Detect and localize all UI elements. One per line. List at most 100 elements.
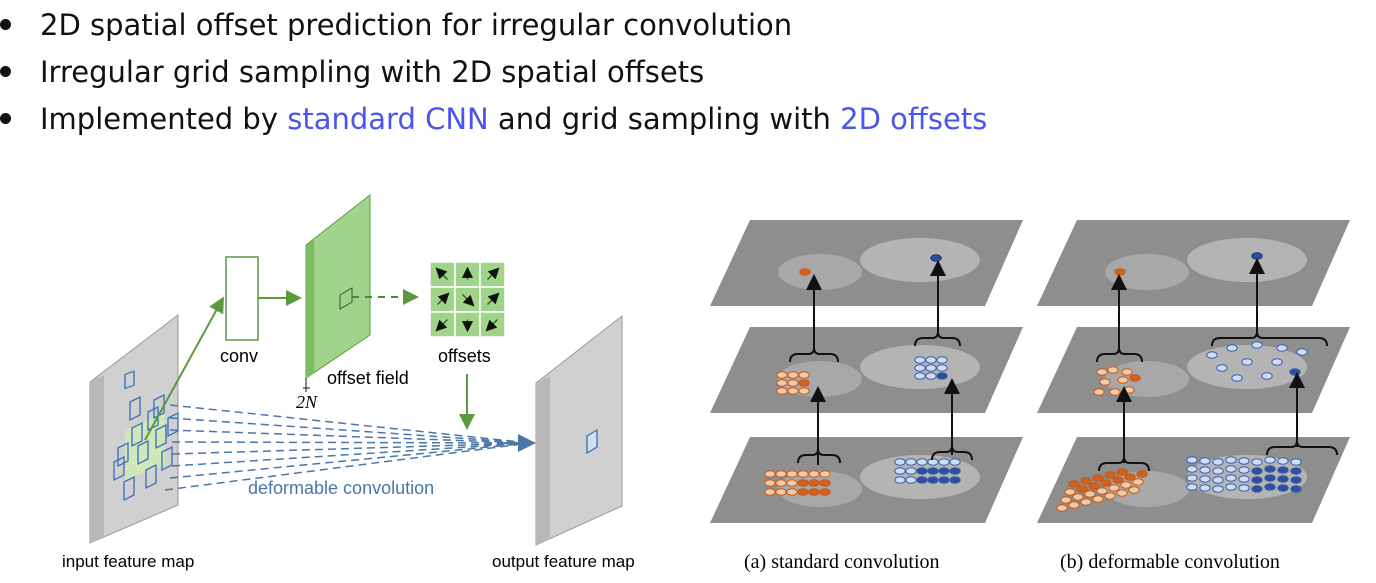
- sample-dot: [775, 488, 787, 496]
- dashed-line: [171, 442, 531, 455]
- sample-dot: [914, 356, 926, 364]
- sample-dot: [1206, 351, 1218, 359]
- deformable-label: deformable convolution: [248, 478, 434, 498]
- sample-dot: [764, 488, 776, 496]
- dashed-line: [169, 442, 531, 479]
- sample-dot: [930, 254, 942, 262]
- input-feature-map-side: [90, 375, 104, 543]
- sample-dot: [1056, 504, 1068, 512]
- sheep-silhouette: [1105, 471, 1189, 507]
- sample-dot: [1238, 484, 1250, 492]
- sample-dot: [1276, 344, 1288, 352]
- sample-dot: [1108, 484, 1120, 492]
- sample-dot: [1104, 471, 1116, 479]
- sample-dot: [808, 479, 820, 487]
- sample-dot: [1264, 456, 1276, 464]
- sample-dot: [1072, 493, 1084, 501]
- sample-dot: [1068, 501, 1080, 509]
- bullet-text: Implemented by standard CNN and grid sam…: [40, 96, 987, 142]
- sample-dot: [894, 467, 906, 475]
- sample-dot: [1226, 344, 1238, 352]
- sample-dot: [936, 372, 948, 380]
- sample-dot: [1123, 386, 1135, 394]
- sample-dot: [808, 470, 820, 478]
- sample-dot: [925, 356, 937, 364]
- sample-dot: [949, 458, 961, 466]
- sample-dot: [798, 379, 810, 387]
- sample-dot: [1092, 495, 1104, 503]
- sample-dot: [1186, 465, 1198, 473]
- sample-dot: [1251, 476, 1263, 484]
- sample-dot: [776, 379, 788, 387]
- sample-dot: [1100, 479, 1112, 487]
- sample-dot: [936, 364, 948, 372]
- sample-dot: [1296, 348, 1308, 356]
- sample-dot: [925, 364, 937, 372]
- sheep-silhouette: [1187, 238, 1307, 282]
- sample-dot: [1264, 483, 1276, 491]
- sample-dot: [1128, 486, 1140, 494]
- sample-dot: [1290, 476, 1302, 484]
- sampling-box: [161, 445, 173, 472]
- sample-dot: [1117, 376, 1129, 384]
- sheep-silhouette: [778, 361, 862, 397]
- offset-arrow-icon: [485, 319, 498, 332]
- sample-dot: [776, 371, 788, 379]
- bullet-text: 2D spatial offset prediction for irregul…: [40, 8, 793, 42]
- sample-dot: [1121, 368, 1133, 376]
- sample-dot: [938, 458, 950, 466]
- offset-field-label: offset field: [327, 368, 409, 388]
- dashed-line: [169, 404, 531, 444]
- offset-arrow-icon: [437, 292, 450, 305]
- sample-dot: [1088, 482, 1100, 490]
- sample-dot: [799, 268, 811, 276]
- sample-dot: [1186, 456, 1198, 464]
- sample-dot: [1264, 474, 1276, 482]
- sample-dot: [914, 372, 926, 380]
- sample-dot: [936, 356, 948, 364]
- sample-dot: [1241, 358, 1253, 366]
- caption-deformable: (b) deformable convolution: [1060, 551, 1280, 573]
- sample-dot: [1136, 470, 1148, 478]
- sampling-box: [131, 421, 143, 448]
- sampling-box: [129, 395, 141, 422]
- sample-dot: [1076, 485, 1088, 493]
- sample-dot: [938, 467, 950, 475]
- sample-dot: [764, 470, 776, 478]
- sampling-box: [155, 423, 167, 450]
- sample-dot: [1289, 368, 1301, 376]
- sample-dot: [1093, 388, 1105, 396]
- highlight-standard-cnn: standard CNN: [287, 102, 489, 136]
- sample-dot: [1277, 484, 1289, 492]
- sampling-box: [153, 393, 165, 420]
- sample-dot: [764, 479, 776, 487]
- sample-dot: [1096, 368, 1108, 376]
- sample-dot: [1186, 483, 1198, 491]
- sample-dot: [1271, 358, 1283, 366]
- output-feature-map-label: output feature map: [492, 552, 635, 571]
- sample-dot: [786, 488, 798, 496]
- sample-dot: [1251, 252, 1263, 260]
- bullet-prefix: Implemented by: [40, 102, 288, 136]
- output-cell: [586, 428, 598, 455]
- sample-dot: [905, 458, 917, 466]
- sample-dot: [798, 371, 810, 379]
- conv-label: conv: [220, 346, 258, 366]
- offset-arrow-icon: [487, 267, 500, 280]
- conv-box: [225, 256, 259, 341]
- sample-dot: [819, 488, 831, 496]
- sample-dot: [1199, 475, 1211, 483]
- sample-dot: [1212, 458, 1224, 466]
- sample-dot: [797, 470, 809, 478]
- dashed-line: [169, 417, 531, 444]
- arrow-to-conv: [144, 296, 224, 441]
- sample-dot: [1064, 488, 1076, 496]
- sample-dot: [1277, 475, 1289, 483]
- sample-dot: [1096, 487, 1108, 495]
- sample-dot: [787, 379, 799, 387]
- sample-dot: [1238, 475, 1250, 483]
- sampling-boxes: [113, 393, 179, 502]
- output-feature-map-side: [536, 376, 550, 545]
- sample-dot: [1092, 474, 1104, 482]
